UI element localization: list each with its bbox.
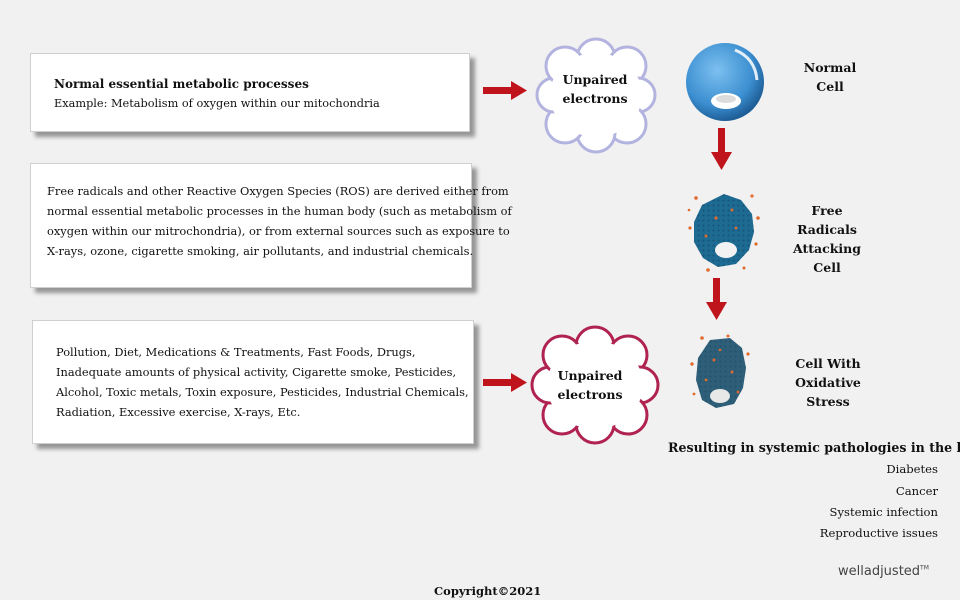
external-sources-box: Pollution, Diet, Medications & Treatment…	[32, 320, 474, 444]
brand-logo: welladjustedTM	[838, 564, 929, 579]
cloud-bottom-text: Unpaired electrons	[554, 366, 626, 404]
metabolic-example: Example: Metabolism of oxygen within our…	[54, 97, 380, 110]
ros-line: oxygen within our mitrochondria), or fro…	[47, 224, 510, 238]
pathology-item: Reproductive issues	[819, 526, 938, 540]
attacked-cell-label: Free Radicals Attacking Cell	[790, 201, 864, 277]
pathology-item: Diabetes	[886, 462, 938, 476]
stressed-cell-icon	[690, 334, 750, 408]
ros-line: normal essential metabolic processes in …	[47, 204, 512, 218]
sources-line: Pollution, Diet, Medications & Treatment…	[56, 345, 416, 359]
pathology-item: Cancer	[895, 484, 938, 498]
sources-line: Radiation, Excessive exercise, X-rays, E…	[56, 405, 301, 419]
ros-line: X-rays, ozone, cigarette smoking, air po…	[47, 244, 474, 258]
normal-cell-label-line: Cell	[816, 79, 844, 94]
right-arrow-icon	[483, 81, 527, 100]
metabolic-title: Normal essential metabolic processes	[54, 77, 309, 91]
normal-cell-icon	[686, 43, 764, 121]
cloud-top-icon	[535, 37, 657, 154]
cloud-top-line2: electrons	[562, 91, 628, 106]
attacked-cell-label-line: Free	[811, 203, 843, 218]
sources-line: Alcohol, Toxic metals, Toxin exposure, P…	[56, 385, 469, 399]
cloud-top-text: Unpaired electrons	[562, 70, 628, 108]
down-arrow-icon	[711, 128, 732, 170]
stressed-cell-label: Cell With Oxidative Stress	[791, 354, 865, 411]
brand-trademark: TM	[920, 564, 929, 572]
sources-line: Inadequate amounts of physical activity,…	[56, 365, 457, 379]
brand-name: welladjusted	[838, 564, 921, 579]
ros-line: Free radicals and other Reactive Oxygen …	[47, 184, 509, 198]
cloud-bottom-line1: Unpaired	[557, 368, 623, 383]
stressed-cell-label-line: Stress	[806, 394, 850, 409]
cloud-bottom-icon	[530, 325, 660, 445]
attacked-cell-label-line: Attacking	[793, 241, 861, 256]
attacked-cell-icon	[687, 194, 760, 272]
pathologies-title: Resulting in systemic pathologies in the…	[668, 440, 960, 455]
pathology-item: Systemic infection	[829, 505, 938, 519]
copyright-text: Copyright©2021	[434, 584, 542, 598]
normal-cell-label: Normal Cell	[792, 58, 868, 96]
attacked-cell-label-line: Radicals	[797, 222, 857, 237]
down-arrow-icon	[706, 278, 727, 320]
metabolic-processes-box: Normal essential metabolic processes Exa…	[30, 53, 470, 132]
stressed-cell-label-line: Oxidative	[795, 375, 861, 390]
right-arrow-icon	[483, 373, 527, 392]
cloud-top-line1: Unpaired	[562, 72, 628, 87]
stressed-cell-label-line: Cell With	[795, 356, 861, 371]
ros-description-box: Free radicals and other Reactive Oxygen …	[30, 163, 512, 288]
attacked-cell-label-line: Cell	[813, 260, 841, 275]
normal-cell-label-line: Normal	[803, 60, 857, 75]
cloud-bottom-line2: electrons	[557, 387, 623, 402]
